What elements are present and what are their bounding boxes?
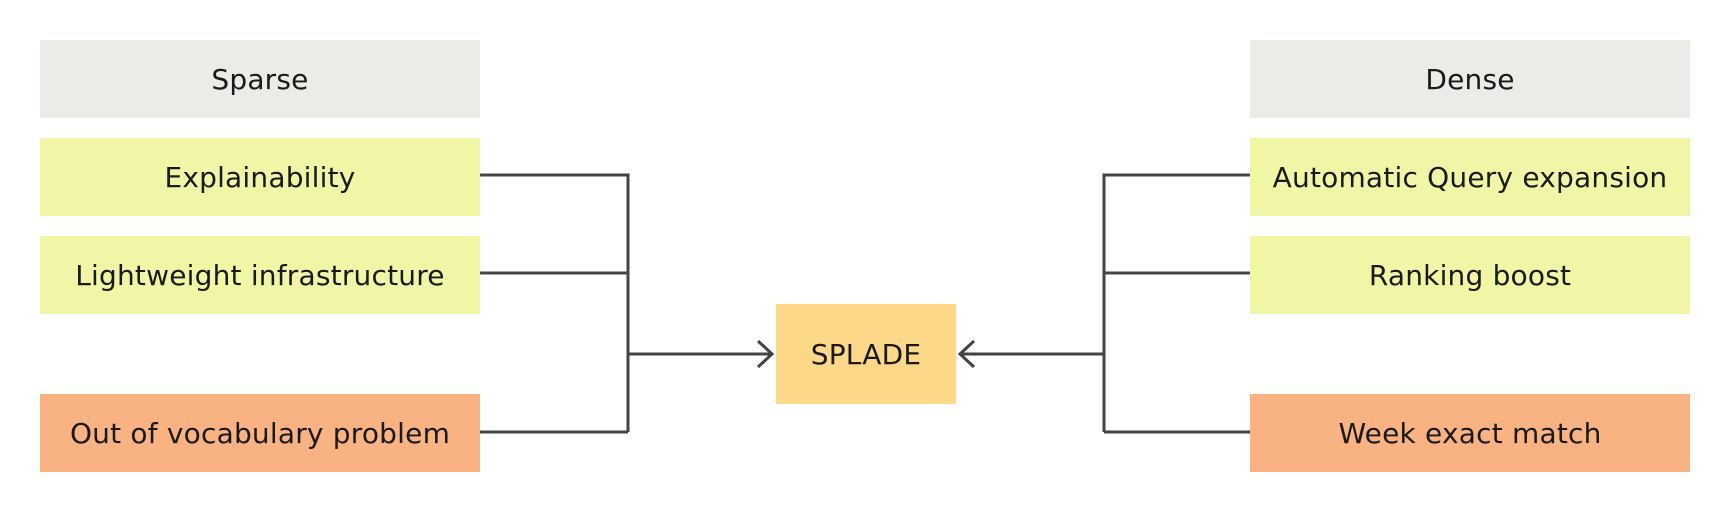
dense-header: Dense [1250, 40, 1690, 118]
dense-header-label: Dense [1425, 62, 1515, 96]
sparse-item-explainability: Explainability [40, 138, 480, 216]
sparse-item-out-of-vocabulary: Out of vocabulary problem [40, 394, 480, 472]
dense-item-ranking-boost: Ranking boost [1250, 236, 1690, 314]
dense-item-label: Ranking boost [1368, 258, 1572, 292]
dense-item-label: Week exact match [1338, 416, 1602, 450]
splade-label: SPLADE [810, 337, 922, 371]
left-arrowhead [756, 339, 775, 369]
dense-item-query-expansion: Automatic Query expansion [1250, 138, 1690, 216]
sparse-item-label: Out of vocabulary problem [69, 416, 451, 450]
splade-node: SPLADE [776, 304, 956, 404]
sparse-item-label: Lightweight infrastructure [75, 258, 445, 292]
right-arrowhead [957, 339, 976, 369]
dense-item-label: Automatic Query expansion [1272, 160, 1668, 194]
sparse-item-lightweight-infrastructure: Lightweight infrastructure [40, 236, 480, 314]
sparse-header: Sparse [40, 40, 480, 118]
dense-item-exact-match: Week exact match [1250, 394, 1690, 472]
right-connector-query-expansion [1102, 173, 1250, 432]
left-connector-explainability [480, 173, 630, 432]
sparse-header-label: Sparse [211, 62, 309, 96]
sparse-item-label: Explainability [164, 160, 356, 194]
